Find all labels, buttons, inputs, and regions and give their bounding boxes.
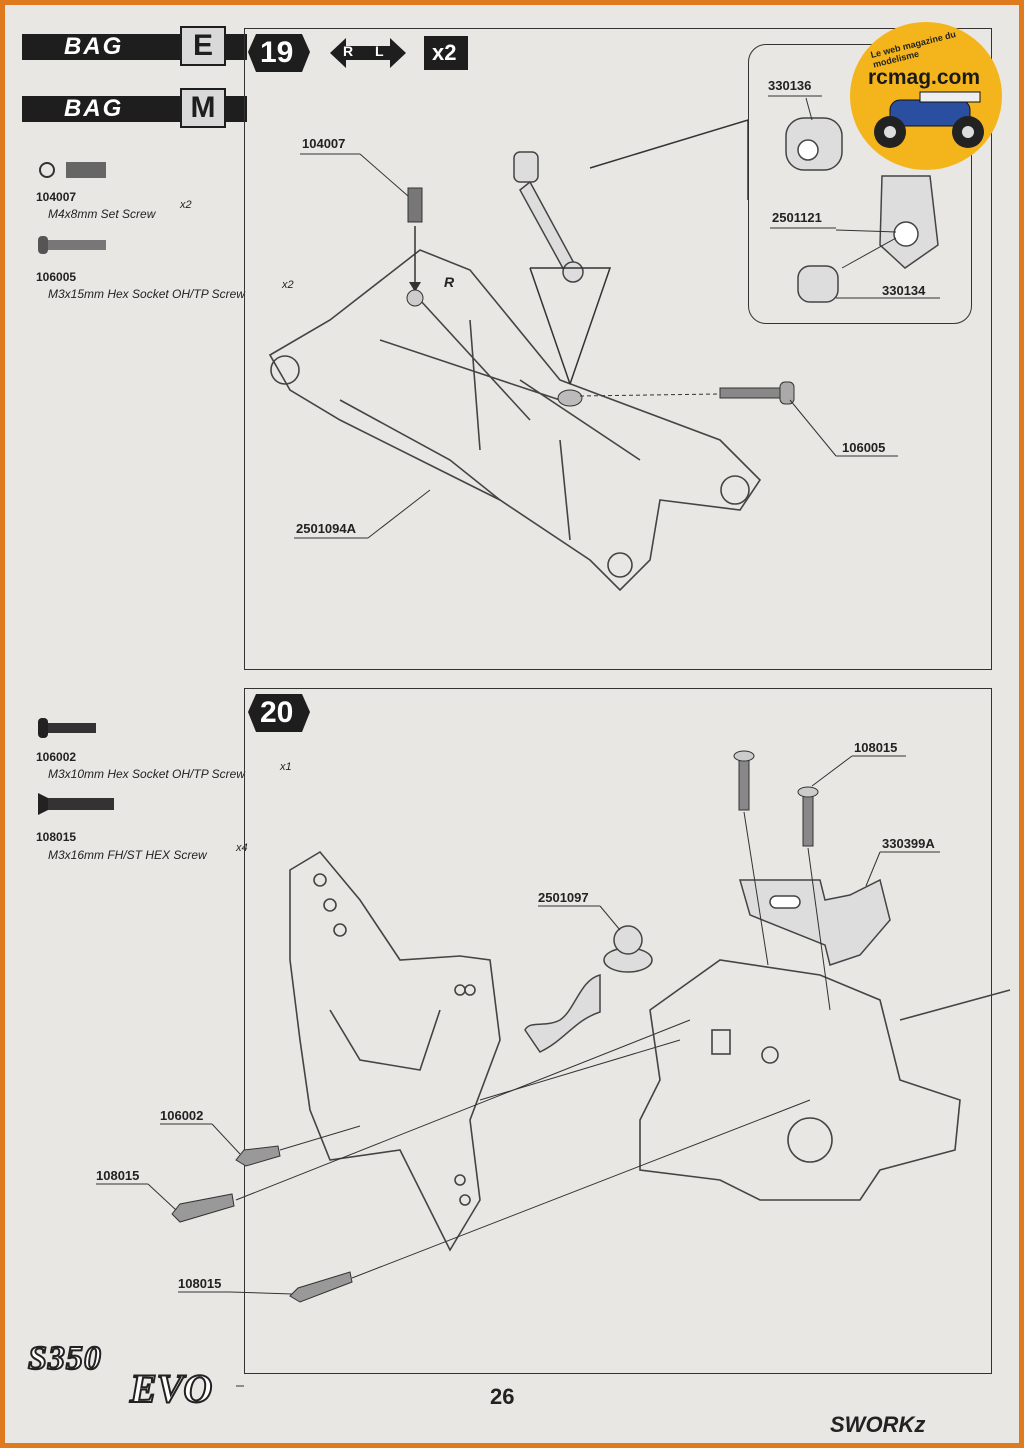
screw-top-2 [802,793,814,847]
part-desc: M4x8mm Set Screw [48,207,156,221]
model-logo-s350: S350 [27,1339,102,1378]
arm-side-mark: R [444,274,455,290]
callout-detail-rod-end: 2501121 [772,210,822,225]
step-badge-19 [248,34,310,72]
side-badge-right: R [343,43,354,59]
part-qty: x2 [282,279,294,291]
left-right-arrow-icon [330,38,406,68]
watermark-site: rcmag.com [868,66,981,89]
suspension-arm-drawing [268,249,762,592]
part-id: 104007 [36,190,77,204]
callout-mount: 330399A [882,836,935,851]
part-id: 108015 [36,830,77,844]
detail-pointer-triangle [530,267,612,385]
bag-label: BAG [64,33,124,60]
flat-head-screw-icon [38,793,48,815]
step-19-panel [244,28,992,670]
shock-tower-drawing [289,850,501,1252]
set-screw-side-icon [66,162,106,178]
callout-detail-ball: 330134 [882,283,926,298]
multiplier: x2 [432,40,457,65]
bag-label: BAG [64,95,124,122]
shock-part-2501097-drawing [524,925,653,1053]
page-number: 26 [490,1384,515,1409]
step-number: 20 [260,696,294,729]
part-qty: x4 [236,842,248,854]
part-qty: x1 [280,761,292,773]
part-desc: M3x10mm Hex Socket OH/TP Screw [48,767,245,781]
screw-top-1 [738,757,750,811]
screw-106005-drawing [719,387,783,399]
set-screw-icon [39,162,55,178]
callout-arm: 2501094A [296,521,356,536]
callout-screw: 106005 [842,440,886,455]
left-screws-drawing [171,1145,353,1303]
callout-left-screw-b: 108015 [96,1168,140,1183]
side-badge-left: L [375,43,384,59]
hex-screw-head-icon [38,718,48,738]
flat-head-screw-shank-icon [48,798,114,810]
model-logo-evo: EVO [129,1365,213,1412]
callout-top-screws: 108015 [854,740,898,755]
brand-logo: SWORKz [830,1412,926,1437]
step-20-panel [244,688,992,1374]
part-id: 106005 [36,270,77,284]
step-number: 19 [260,36,294,69]
callout-detail-nut: 330136 [768,78,812,93]
bag-m-header: BAG M [22,88,247,128]
bag-letter: E [180,26,226,66]
part-desc: M3x16mm FH/ST HEX Screw [48,848,207,862]
callout-shock-part: 2501097 [538,890,589,905]
mount-330399A-drawing [739,878,891,966]
hex-screw-shank-icon [48,240,106,250]
step-badge-20 [248,694,310,732]
bag-letter: M [180,88,226,128]
detail-parts-drawing [785,117,939,303]
callout-left-screw-a: 106002 [160,1108,204,1123]
rcmag-watermark: Le web magazine du modelisme rcmag.com [850,22,1002,170]
hex-screw-head-icon [38,236,48,254]
part-id: 106002 [36,750,77,764]
callout-bottom-screw: 108015 [178,1276,222,1291]
detail-pointer-line [589,118,749,200]
rod-end-drawing [513,151,584,283]
callout-set-screw: 104007 [302,136,346,151]
rc-car-icon [874,91,984,148]
bag-e-header: BAG E [22,26,247,66]
hex-screw-shank-icon [48,723,96,733]
part-qty: x2 [180,199,192,211]
multiplier-badge [424,36,468,70]
gearbox-drawing [639,959,1011,1201]
set-screw-drawing [407,187,423,223]
part-desc: M3x15mm Hex Socket OH/TP Screw [48,287,245,301]
